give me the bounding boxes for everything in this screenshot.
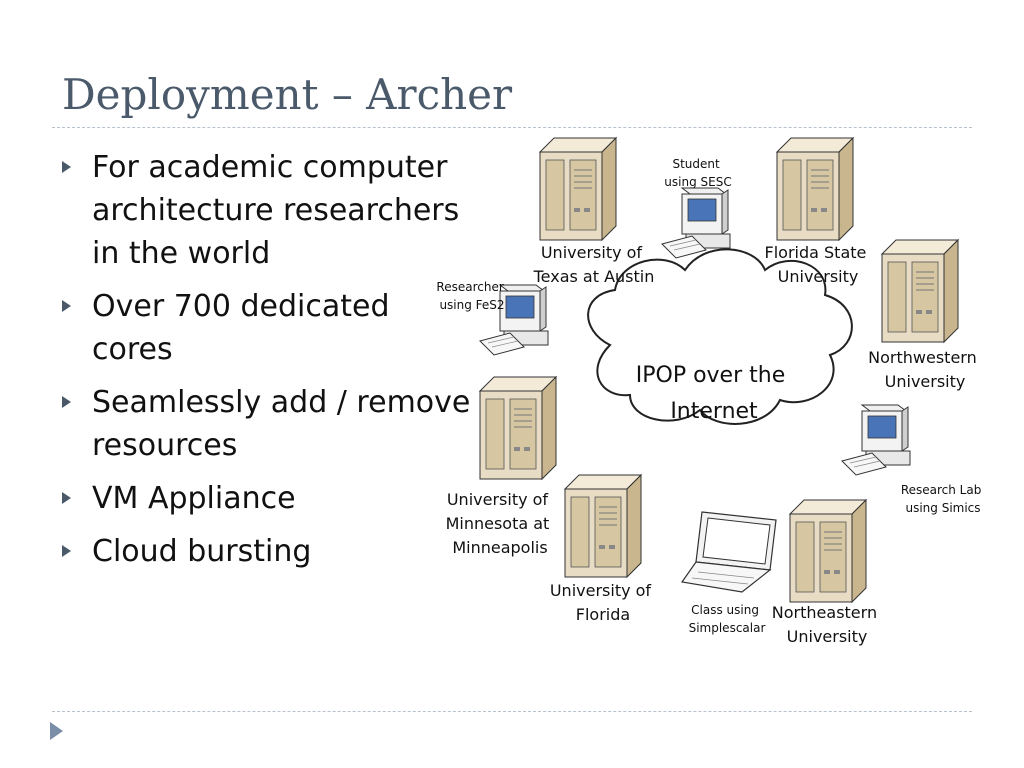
client-label-class: Class using Simplescalar: [689, 603, 766, 635]
bullet-text: For academic computer architecture resea…: [92, 150, 460, 271]
server-label-minnesota: University of Minnesota at Minneapolis: [446, 490, 555, 557]
bullet-text: Over 700 dedicated cores: [92, 289, 390, 367]
server-icon: [539, 137, 617, 241]
bullet-item: Cloud bursting: [62, 530, 482, 573]
title-divider: [52, 127, 972, 128]
server-icon: [789, 499, 867, 603]
server-icon: [776, 137, 854, 241]
bullet-item: Seamlessly add / remove resources: [62, 381, 482, 467]
server-icon: [881, 239, 959, 343]
server-label-northwestern: Northwestern University: [868, 348, 982, 391]
server-label-northeastern: Northeastern University: [772, 603, 882, 646]
bullet-arrow-icon: [62, 300, 71, 312]
desktop-computer-icon: [841, 404, 911, 476]
internet-cloud: [587, 248, 853, 425]
bullet-arrow-icon: [62, 545, 71, 557]
server-label-fsu: Florida State University: [765, 243, 872, 286]
server-icon: [564, 474, 642, 578]
bullet-item: VM Appliance: [62, 477, 482, 520]
desktop-computer-icon: [661, 187, 731, 259]
next-slide-arrow-icon[interactable]: [50, 722, 63, 740]
bullet-arrow-icon: [62, 161, 71, 173]
client-label-researcher: Researcher using FeS2: [436, 280, 507, 312]
server-icon: [479, 376, 557, 480]
bullet-arrow-icon: [62, 492, 71, 504]
cloud-label: IPOP over the Internet: [636, 363, 793, 424]
footer-divider: [52, 711, 972, 712]
server-label-ut-austin: University of Texas at Austin: [533, 243, 655, 286]
network-diagram: IPOP over the Internet University of Tex…: [436, 137, 985, 646]
desktop-computer-icon: [479, 284, 549, 356]
bullet-text: Seamlessly add / remove resources: [92, 385, 471, 463]
bullet-item: Over 700 dedicated cores: [62, 285, 412, 371]
bullet-list: For academic computer architecture resea…: [62, 146, 482, 583]
bullet-arrow-icon: [62, 396, 71, 408]
bullet-text: VM Appliance: [92, 481, 296, 516]
client-label-research-lab: Research Lab using Simics: [901, 483, 985, 515]
laptop-icon: [680, 511, 777, 593]
server-label-ufl: University of Florida: [550, 581, 656, 624]
bullet-text: Cloud bursting: [92, 534, 312, 569]
slide-title: Deployment – Archer: [62, 70, 513, 119]
client-label-student: Student using SESC: [664, 157, 731, 189]
bullet-item: For academic computer architecture resea…: [62, 146, 492, 275]
